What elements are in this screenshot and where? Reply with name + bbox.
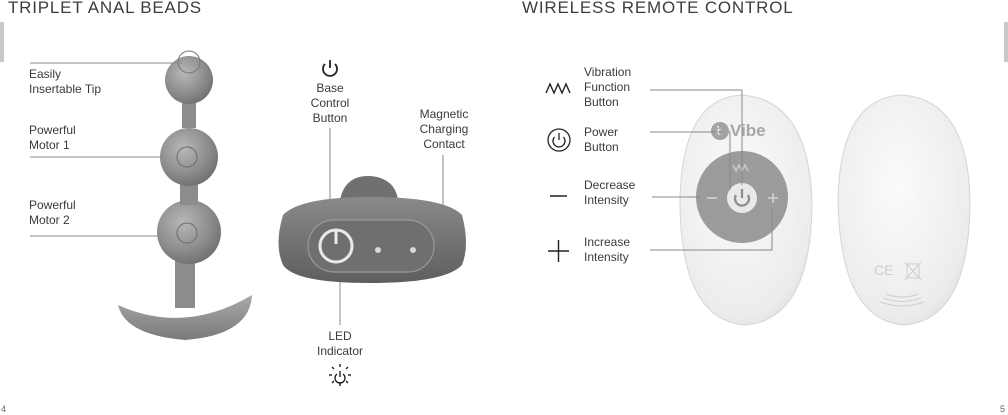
power-button-icon: [547, 128, 571, 152]
power-label: Power Button: [584, 125, 619, 154]
motor2-label: Powerful Motor 2: [29, 198, 76, 227]
remote-brand-logo: b-Vibe: [714, 121, 766, 140]
led-light-icon: [329, 364, 351, 386]
ce-mark: CE: [874, 262, 894, 278]
anal-beads-illustration: [118, 50, 252, 340]
base-side-illustration: [278, 175, 466, 283]
remote-front-illustration: b: [679, 94, 813, 326]
remote-back-illustration: [837, 94, 971, 326]
power-icon: [322, 60, 338, 77]
left-page-title: TRIPLET ANAL BEADS: [8, 0, 202, 17]
increase-label: Increase Intensity: [584, 235, 631, 264]
motor1-label: Powerful Motor 1: [29, 123, 76, 152]
svg-text:b: b: [716, 124, 723, 138]
page-number-right: 5: [1000, 404, 1006, 414]
vibration-label: Vibration Function Button: [584, 65, 632, 109]
decrease-label: Decrease Intensity: [584, 178, 636, 207]
led-label: LED Indicator: [316, 329, 364, 358]
right-page-title: WIRELESS REMOTE CONTROL: [522, 0, 794, 17]
charging-label: Magnetic Charging Contact: [419, 107, 469, 151]
tip-label: Easily Insertable Tip: [29, 67, 102, 96]
base-button-label: Base Control Button: [310, 81, 350, 125]
right-edge-marker: [1004, 22, 1008, 62]
right-leader-lines: [650, 89, 773, 251]
wave-icon: [545, 82, 571, 95]
left-edge-marker: [0, 22, 4, 62]
page-number-left: 4: [1, 404, 7, 414]
plus-icon: [548, 240, 569, 262]
